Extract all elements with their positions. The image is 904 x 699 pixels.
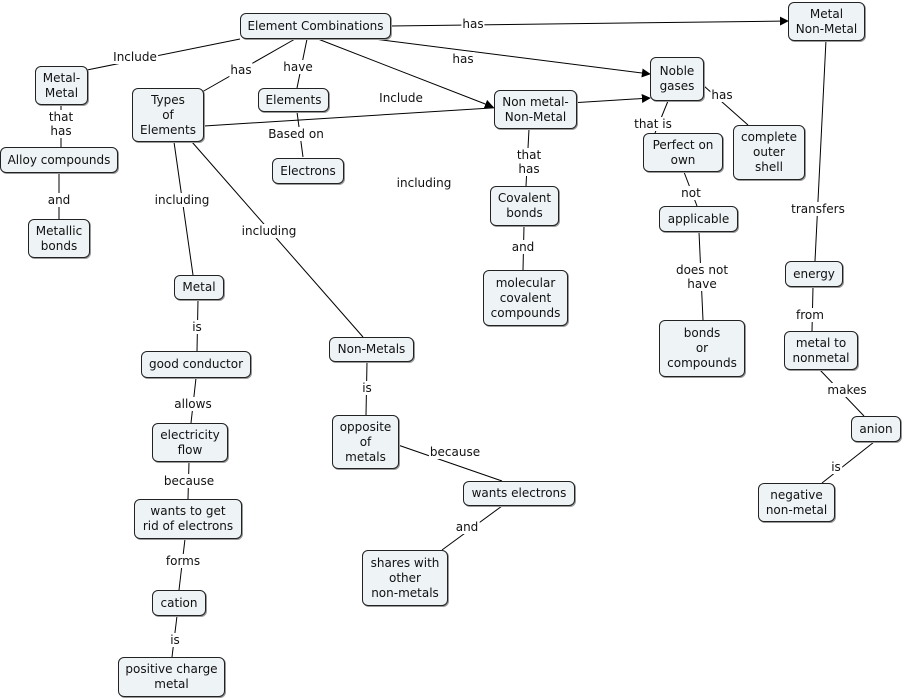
- node-metal-metal[interactable]: Metal- Metal: [35, 66, 88, 105]
- link-label-and: and: [454, 520, 480, 534]
- link-label-is: is: [169, 633, 181, 647]
- node-wants-electrons[interactable]: wants electrons: [463, 481, 575, 506]
- node-noble-gases[interactable]: Noble gases: [650, 57, 704, 101]
- node-cation[interactable]: cation: [152, 590, 206, 616]
- link-label-from: from: [795, 308, 825, 322]
- node-anion[interactable]: anion: [851, 416, 901, 442]
- link-label-not: not: [680, 186, 702, 200]
- link-label-has: has: [461, 17, 485, 31]
- node-metal[interactable]: Metal: [174, 275, 224, 300]
- node-applicable[interactable]: applicable: [659, 206, 738, 232]
- link-label-is: is: [361, 381, 373, 395]
- link-label-has: has: [229, 63, 253, 77]
- node-non-metals[interactable]: Non-Metals: [329, 337, 414, 362]
- link-label-including: including: [395, 176, 453, 190]
- link-label-makes: makes: [826, 383, 868, 397]
- node-negative-non-metal[interactable]: negative non-metal: [758, 483, 835, 522]
- link-label-is: is: [191, 320, 203, 334]
- node-types-of-elements[interactable]: Types of Elements: [132, 88, 204, 142]
- node-molecular-covalent-compounds[interactable]: molecular covalent compounds: [483, 270, 568, 326]
- link-label-allows: allows: [173, 397, 213, 411]
- node-element-combinations[interactable]: Element Combinations: [240, 13, 391, 39]
- link-label-that-has: that has: [515, 148, 543, 176]
- link-label-because: because: [162, 474, 216, 488]
- node-complete-outer-shell[interactable]: complete outer shell: [733, 125, 805, 180]
- node-elements[interactable]: Elements: [258, 88, 329, 112]
- link-label-have: have: [282, 60, 314, 74]
- link-label-include: Include: [378, 91, 424, 105]
- link-label-and: and: [46, 193, 72, 207]
- link-label-including: including: [153, 193, 211, 207]
- link-label-does-not-have: does not have: [674, 263, 730, 291]
- link-label-based-on: Based on: [267, 127, 325, 141]
- link-label-including: including: [240, 224, 298, 238]
- link-label-include: Include: [112, 50, 158, 64]
- link-label-has: has: [710, 88, 734, 102]
- node-positive-charge-metal[interactable]: positive charge metal: [118, 657, 225, 697]
- link-label-has: has: [451, 52, 475, 66]
- node-electrons[interactable]: Electrons: [272, 158, 344, 184]
- link-label-is: is: [830, 460, 842, 474]
- link-label-that-is: that is: [633, 117, 673, 131]
- node-non-metal-non-metal[interactable]: Non metal- Non-Metal: [494, 90, 577, 129]
- node-wants-to-get-rid-of-electrons[interactable]: wants to get rid of electrons: [134, 499, 242, 539]
- node-opposite-of-metals[interactable]: opposite of metals: [332, 415, 399, 469]
- link-label-because: because: [428, 445, 482, 459]
- node-electricity-flow[interactable]: electricity flow: [152, 423, 228, 462]
- node-shares-with-other-non-metals[interactable]: shares with other non-metals: [362, 550, 448, 606]
- link-label-that-has: that has: [47, 110, 75, 138]
- node-perfect-on-own[interactable]: Perfect on own: [643, 133, 723, 172]
- node-metal-to-nonmetal[interactable]: metal to nonmetal: [784, 331, 858, 370]
- node-bonds-or-compounds[interactable]: bonds or compounds: [659, 320, 745, 377]
- node-alloy-compounds[interactable]: Alloy compounds: [0, 147, 118, 173]
- link-label-forms: forms: [164, 554, 202, 568]
- node-covalent-bonds[interactable]: Covalent bonds: [490, 186, 559, 226]
- node-metal-non-metal[interactable]: Metal Non-Metal: [788, 2, 865, 41]
- node-metallic-bonds[interactable]: Metallic bonds: [28, 219, 90, 258]
- node-energy[interactable]: energy: [785, 261, 843, 287]
- link-label-and: and: [510, 240, 536, 254]
- node-good-conductor[interactable]: good conductor: [141, 351, 251, 378]
- link-label-transfers: transfers: [790, 202, 846, 216]
